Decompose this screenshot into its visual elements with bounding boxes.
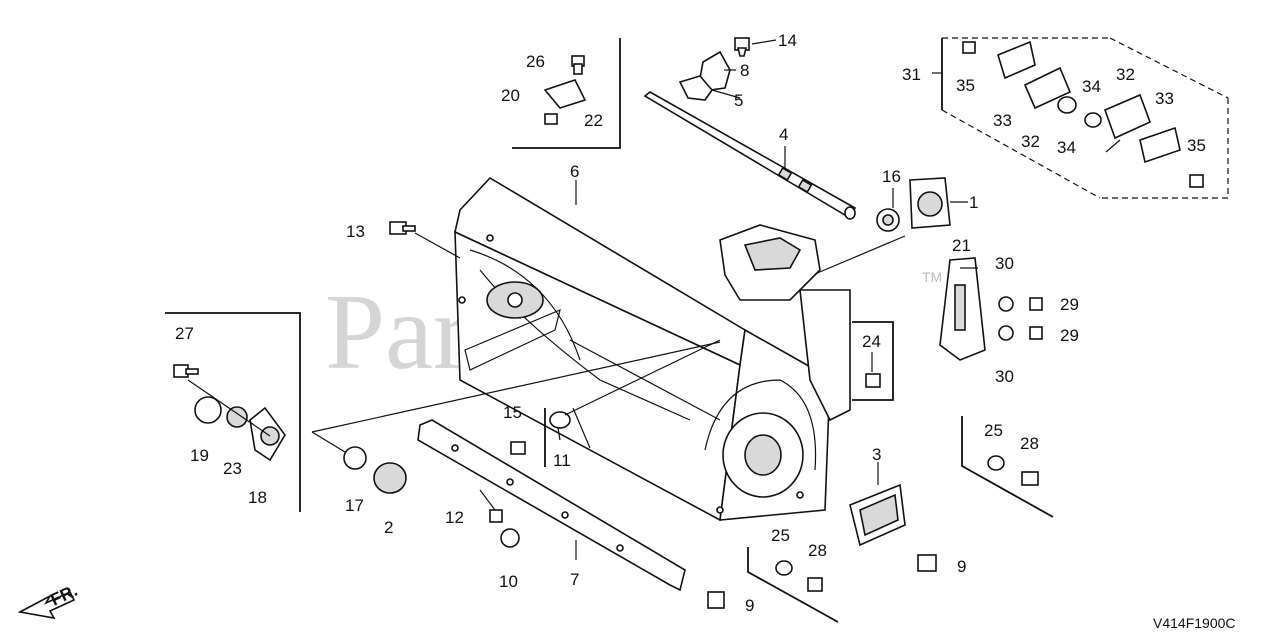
bearing-holder [876, 177, 951, 232]
callout-14: 14 [778, 31, 797, 50]
callout-30-bottom: 30 [995, 367, 1014, 386]
seal-kit [962, 40, 1204, 188]
callout-12: 12 [445, 508, 464, 527]
callout-20: 20 [501, 86, 520, 105]
diagram-code: V414F1900C [1153, 615, 1236, 631]
callout-15: 15 [503, 403, 522, 422]
callout-35-right: 35 [1187, 136, 1206, 155]
skid-shoe [939, 257, 986, 361]
callout-8: 8 [740, 61, 749, 80]
callout-5: 5 [734, 91, 743, 110]
bracket-assembly [678, 37, 750, 101]
callout-29-bottom: 29 [1060, 326, 1079, 345]
callout-3: 3 [872, 445, 881, 464]
callout-35-top: 35 [956, 76, 975, 95]
callout-27: 27 [175, 324, 194, 343]
callout-32-top: 32 [1116, 65, 1135, 84]
callout-31: 31 [902, 65, 921, 84]
callout-34-top: 34 [1082, 77, 1101, 96]
auger-shaft [643, 91, 857, 220]
watermark-tm: TM [922, 269, 942, 285]
leader-lines [187, 39, 1121, 560]
guard-plate [849, 483, 906, 547]
callout-17: 17 [345, 496, 364, 515]
hardware [173, 55, 1043, 609]
callout-11: 11 [553, 451, 571, 470]
callout-29-top: 29 [1060, 295, 1079, 314]
callout-32-bottom: 32 [1021, 132, 1040, 151]
callout-4: 4 [779, 125, 788, 144]
auger-housing [454, 176, 851, 522]
callout-13: 13 [346, 222, 365, 241]
callout-28-bottom: 28 [808, 541, 827, 560]
front-arrow-icon [17, 590, 76, 620]
callout-9-right: 9 [957, 557, 966, 576]
callout-22: 22 [584, 111, 603, 130]
callout-26: 26 [526, 52, 545, 71]
callout-30-top: 30 [995, 254, 1014, 273]
callout-7: 7 [570, 570, 579, 589]
callout-9-bottom: 9 [745, 596, 754, 615]
callout-23: 23 [223, 459, 242, 478]
callout-24: 24 [862, 332, 881, 351]
callout-6: 6 [570, 162, 579, 181]
callout-19: 19 [190, 446, 209, 465]
callout-21: 21 [952, 236, 971, 255]
callout-16: 16 [882, 167, 901, 186]
callout-33-left: 33 [993, 111, 1012, 130]
callout-2: 2 [384, 518, 393, 537]
group-brackets [165, 37, 1229, 623]
scraper-bar [417, 419, 686, 592]
callout-34-bottom: 34 [1057, 138, 1076, 157]
callout-25-right: 25 [984, 421, 1003, 440]
callout-10: 10 [499, 572, 518, 591]
callout-28-right: 28 [1020, 434, 1039, 453]
callout-1: 1 [969, 193, 978, 212]
callout-25-bottom: 25 [771, 526, 790, 545]
callout-labels: 1 2 3 4 5 6 7 8 9 9 10 11 12 13 14 15 16… [175, 31, 1206, 615]
callout-18: 18 [248, 488, 267, 507]
callout-33-right: 33 [1155, 89, 1174, 108]
